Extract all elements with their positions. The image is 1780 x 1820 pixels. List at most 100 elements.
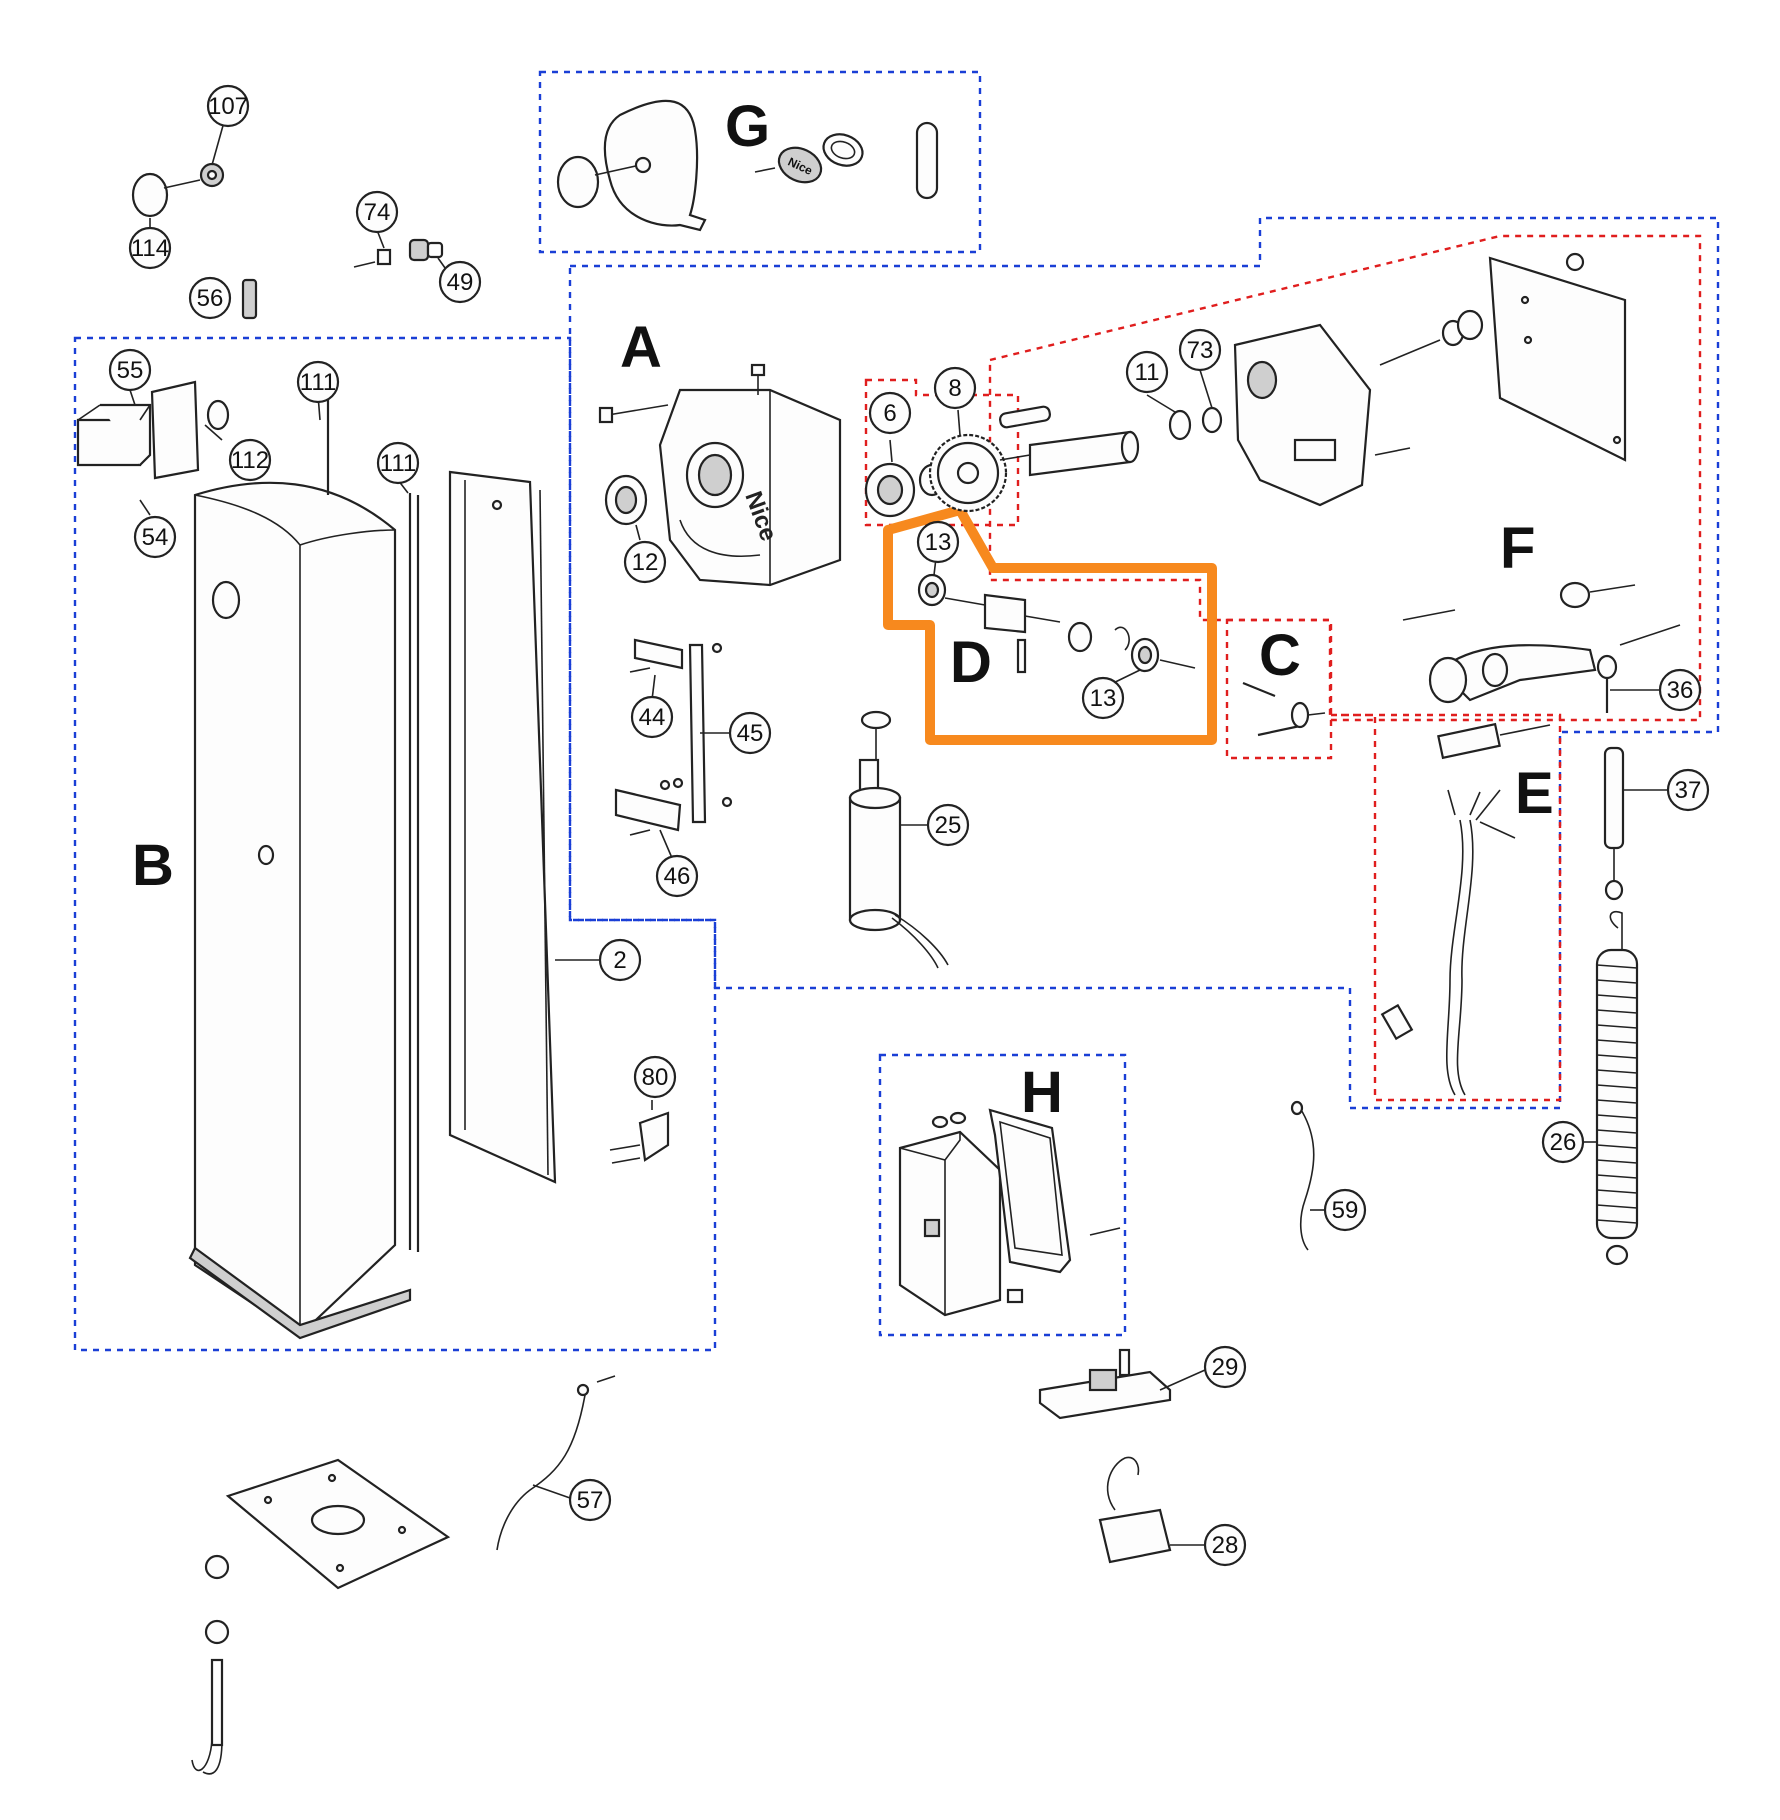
part-46-plate	[614, 777, 684, 836]
callout-8: 8	[933, 366, 977, 410]
part-111-rails	[326, 385, 420, 1252]
callout-37: 37	[1666, 768, 1710, 812]
group-label-e: E	[1515, 761, 1554, 826]
svg-text:12: 12	[632, 549, 659, 576]
callout-107: 107	[206, 84, 250, 128]
part-26-spring	[1595, 910, 1639, 1266]
group-label-a: A	[620, 315, 662, 380]
part-cabinet-column	[188, 481, 412, 1340]
part-44-plate	[629, 638, 684, 673]
part-main-shaft	[999, 405, 1140, 477]
part-74-clip	[353, 229, 392, 268]
svg-text:13: 13	[925, 529, 952, 556]
svg-text:111: 111	[380, 450, 416, 477]
svg-text:36: 36	[1667, 677, 1694, 704]
part-11-washer	[1168, 409, 1192, 441]
svg-text:28: 28	[1212, 1532, 1239, 1559]
group-c-outline	[1225, 618, 1333, 760]
callout-28: 28	[1203, 1523, 1247, 1567]
svg-text:25: 25	[935, 812, 962, 839]
callout-25: 25	[926, 803, 970, 847]
callout-57: 57	[568, 1478, 612, 1522]
group-f-outline	[988, 234, 1702, 722]
svg-text:114: 114	[131, 235, 169, 262]
group-label-g: G	[725, 94, 770, 159]
part-29-control-board	[1038, 1348, 1172, 1420]
group-d-highlight	[883, 505, 1217, 745]
callout-11: 11	[1125, 350, 1169, 394]
group-g-outline	[538, 70, 982, 254]
callout-56: 56	[188, 276, 232, 320]
svg-text:107: 107	[208, 93, 248, 120]
callout-55: 55	[108, 348, 152, 392]
part-anchor-bolt	[191, 1554, 230, 1775]
part-56-pin	[241, 278, 258, 320]
part-13-bearing-a	[917, 573, 947, 607]
part-54-bracket	[76, 403, 152, 467]
part-f-plate	[1488, 252, 1627, 462]
svg-text:56: 56	[197, 285, 224, 312]
group-label-b: B	[132, 833, 174, 898]
callout-29: 29	[1203, 1345, 1247, 1389]
part-d-worm-shaft	[944, 593, 1196, 674]
svg-text:112: 112	[231, 447, 269, 474]
svg-text:55: 55	[117, 357, 144, 384]
group-a-outline	[568, 216, 1720, 1110]
callout-54: 54	[133, 515, 177, 559]
callout-12: 12	[623, 540, 667, 584]
callout-36: 36	[1658, 668, 1702, 712]
svg-text:49: 49	[447, 269, 474, 296]
callout-112: 112	[228, 438, 272, 482]
callout-74: 74	[355, 190, 399, 234]
group-6-8-outline	[864, 378, 1020, 527]
svg-text:26: 26	[1550, 1129, 1577, 1156]
part-h-enclosure	[898, 1111, 1002, 1317]
group-h-outline	[878, 1053, 1127, 1337]
callout-46: 46	[655, 854, 699, 898]
svg-text:29: 29	[1212, 1354, 1239, 1381]
group-outlines	[73, 70, 1720, 1352]
group-label-c: C	[1259, 623, 1301, 688]
callout-45: 45	[728, 711, 772, 755]
part-base-plate	[225, 1458, 451, 1590]
svg-text:59: 59	[1332, 1197, 1359, 1224]
callout-114: 114	[128, 226, 172, 270]
svg-text:45: 45	[737, 720, 764, 747]
svg-text:54: 54	[142, 524, 169, 551]
callout-13a: 13	[916, 520, 960, 564]
callout-13b: 13	[1081, 676, 1125, 720]
callout-111a: 111	[296, 360, 340, 404]
part-80-bracket	[609, 1111, 670, 1164]
svg-text:37: 37	[1675, 777, 1702, 804]
part-f-lever	[1402, 581, 1681, 713]
callout-2: 2	[598, 938, 642, 982]
svg-text:8: 8	[948, 375, 961, 402]
group-label-f: F	[1500, 516, 1535, 581]
part-f-bolt-spring	[1379, 309, 1484, 366]
part-107-cap-screw	[131, 121, 225, 218]
callout-26: 26	[1541, 1120, 1585, 1164]
callout-49: 49	[438, 260, 482, 304]
callout-80: 80	[633, 1055, 677, 1099]
svg-text:2: 2	[613, 947, 626, 974]
part-25-motor	[848, 710, 949, 969]
callout-59: 59	[1323, 1188, 1367, 1232]
svg-text:73: 73	[1187, 337, 1214, 364]
part-gearbox-housing: Nice	[598, 363, 842, 587]
part-g-badge: Nice	[754, 146, 823, 184]
part-g-bar	[915, 121, 939, 200]
svg-text:74: 74	[364, 199, 391, 226]
part-e-switch-harness	[1380, 722, 1551, 1096]
part-112-disc	[206, 399, 230, 431]
part-gearbox-cover	[1233, 323, 1411, 507]
part-57-wire	[496, 1375, 616, 1551]
svg-text:13: 13	[1090, 685, 1117, 712]
part-28-capacitor	[1098, 1456, 1172, 1564]
part-12-seal	[604, 474, 648, 526]
svg-text:46: 46	[664, 863, 691, 890]
part-45-strip	[688, 642, 733, 824]
svg-text:111: 111	[300, 369, 336, 396]
part-c-pins	[1242, 681, 1326, 737]
